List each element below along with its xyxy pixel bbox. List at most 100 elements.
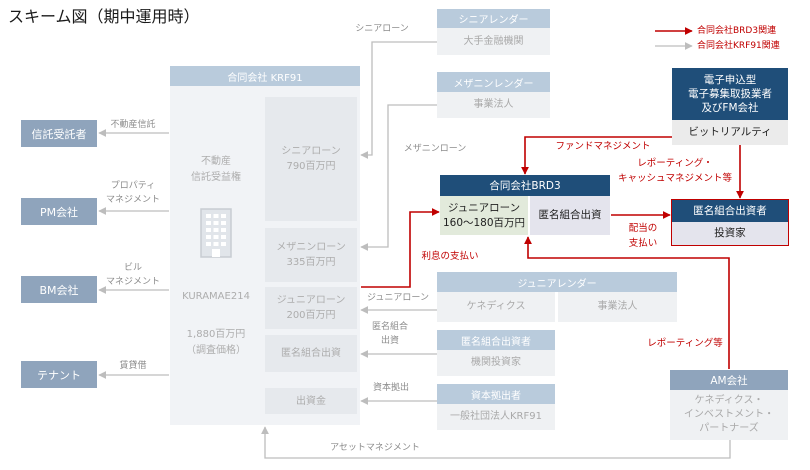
flow-label-line: マネジメント (105, 277, 160, 287)
legend-label-krf91: 合同会社KRF91関連 (697, 41, 780, 51)
tenant-box: テナント (21, 361, 97, 388)
asset-name: KURAMAE214 (182, 291, 250, 302)
platform-body: ビットリアルティ (672, 120, 788, 145)
anonymous-investor-body: 投資家 (714, 226, 746, 239)
flow-label-mezzanine-loan: メザニンローン (398, 142, 472, 156)
arrow-senior-loan (360, 41, 437, 159)
krf91-capital: 出資金 (265, 388, 357, 414)
liability-amount: 335百万円 (286, 257, 336, 268)
flow-label-reporting-cash: レポーティング・ キャッシュマネジメント等 (611, 156, 739, 186)
flow-label-building-management: ビル マネジメント (98, 261, 168, 289)
platform-header-line: 及びFM会社 (701, 102, 759, 114)
mezzanine-lender-header: メザニンレンダー (437, 72, 550, 92)
capital-provider-body: 一般社団法人KRF91 (437, 404, 555, 430)
asset-type-line: 不動産 (201, 156, 231, 167)
flow-label-line: マネジメント (105, 195, 160, 205)
flow-label-line: シニアローン (355, 24, 409, 34)
flow-label-real-estate-trust: 不動産信託 (98, 118, 168, 132)
krf91-junior-loan: ジュニアローン 200百万円 (265, 287, 357, 329)
brd3-header: 合同会社BRD3 (440, 175, 610, 196)
flow-label-line: キャッシュマネジメント等 (617, 173, 732, 184)
liability-label: 匿名組合出資 (281, 348, 341, 359)
bm-company-label: BM会社 (39, 283, 79, 297)
am-company-line: パートナーズ (699, 423, 759, 434)
am-company-line: ケネディクス・ (694, 395, 764, 406)
platform-header-line: 電子募集取扱業者 (688, 88, 772, 100)
krf91-tk-equity: 匿名組合出資 (265, 335, 357, 372)
brd3-tk-equity: 匿名組合出資 (530, 196, 610, 235)
krf91-header: 合同会社 KRF91 (170, 66, 360, 86)
flow-label-line: 支払い (628, 238, 658, 249)
am-company-header: AM会社 (670, 370, 788, 390)
flow-label-line: 賃貸借 (119, 361, 147, 371)
asset-type-line: 信託受益権 (191, 172, 241, 183)
asset-value: 1,880百万円 (186, 329, 246, 340)
krf91-asset-type: 不動産 信託受益権 (170, 154, 262, 186)
tenant-label: テナント (37, 368, 81, 382)
flow-label-line: ファンドマネジメント (555, 141, 651, 152)
flow-label-dividend: 配当の 支払い (618, 221, 668, 251)
senior-lender-header: シニアレンダー (437, 9, 550, 28)
flow-label-lease: 賃貸借 (98, 359, 168, 373)
flow-label-tk-equity: 匿名組合 出資 (366, 320, 414, 348)
pm-company-box: PM会社 (21, 198, 97, 225)
flow-label-line: 出資 (380, 336, 399, 346)
tk-investor-header: 匿名組合出資者 (437, 330, 555, 350)
krf91-asset-value: 1,880百万円 （調査価格） (170, 327, 262, 359)
junior-lender-body-corporate: 事業法人 (558, 292, 677, 322)
brd3-junior-loan-amount: 160～180百万円 (442, 216, 526, 229)
flow-label-line: レポーティング等 (647, 338, 723, 349)
liability-label: メザニンローン (276, 242, 346, 253)
flow-label-interest: 利息の支払い (414, 249, 486, 264)
asset-value-note: （調査価格） (186, 345, 246, 356)
anonymous-investor-header: 匿名組合出資者 (672, 200, 788, 222)
junior-lender-body-kenedix: ケネディクス (437, 292, 555, 322)
senior-lender-body: 大手金融機関 (437, 28, 550, 55)
flow-label-junior-loan: ジュニアローン (362, 291, 434, 305)
flow-label-line: 配当の (628, 223, 658, 234)
flow-label-capital: 資本拠出 (368, 381, 414, 395)
flow-label-line: メザニンローン (403, 144, 467, 154)
trustee-label: 信託受託者 (31, 127, 87, 141)
platform-header-line: 電子申込型 (703, 74, 757, 86)
trustee-box: 信託受託者 (21, 120, 97, 147)
mezzanine-lender-body: 事業法人 (437, 92, 550, 118)
page-title: スキーム図（期中運用時） (8, 7, 200, 26)
legend-label-brd3: 合同会社BRD3関連 (697, 26, 777, 36)
pm-company-label: PM会社 (39, 205, 79, 219)
flow-label-line: 不動産信託 (110, 120, 156, 130)
am-company-line: インベストメント・ (683, 409, 775, 420)
flow-label-line: 資本拠出 (372, 383, 409, 393)
flow-label-fund-management: ファンドマネジメント (553, 139, 653, 154)
flow-label-line: プロパティ (110, 181, 156, 191)
liability-amount: 790百万円 (286, 161, 336, 172)
arrow-mezzanine-loan (360, 104, 437, 251)
liability-label: ジュニアローン (276, 295, 346, 306)
liability-label: シニアローン (281, 146, 341, 157)
anonymous-investor-box: 匿名組合出資者 投資家 (671, 199, 789, 246)
flow-label-line: 利息の支払い (421, 251, 479, 262)
flow-label-property-management: プロパティ マネジメント (98, 179, 168, 207)
liability-label: 出資金 (296, 395, 326, 407)
flow-label-line: 匿名組合 (371, 322, 408, 332)
flow-label-line: アセットマネジメント (330, 443, 420, 453)
flow-label-line: ビル (123, 263, 142, 273)
krf91-asset-name: KURAMAE214 (170, 289, 262, 305)
brd3-junior-loan-label: ジュニアローン (447, 201, 521, 214)
junior-lender-header: ジュニアレンダー (437, 272, 677, 292)
flow-label-asset-management: アセットマネジメント (325, 441, 425, 455)
am-company-body: ケネディクス・ インベストメント・ パートナーズ (670, 390, 788, 440)
tk-investor-body: 機関投資家 (437, 350, 555, 376)
krf91-mezzanine-loan: メザニンローン 335百万円 (265, 228, 357, 282)
building-icon (200, 208, 232, 258)
brd3-junior-loan: ジュニアローン 160～180百万円 (440, 196, 528, 235)
liability-amount: 200百万円 (286, 310, 336, 321)
krf91-senior-loan: シニアローン 790百万円 (265, 97, 357, 221)
flow-label-line: レポーティング・ (637, 158, 713, 169)
flow-label-reporting: レポーティング等 (646, 336, 724, 351)
capital-provider-header: 資本拠出者 (437, 384, 555, 404)
flow-label-line: ジュニアローン (367, 293, 429, 303)
flow-label-senior-loan: シニアローン (350, 22, 414, 36)
bm-company-box: BM会社 (21, 276, 97, 303)
